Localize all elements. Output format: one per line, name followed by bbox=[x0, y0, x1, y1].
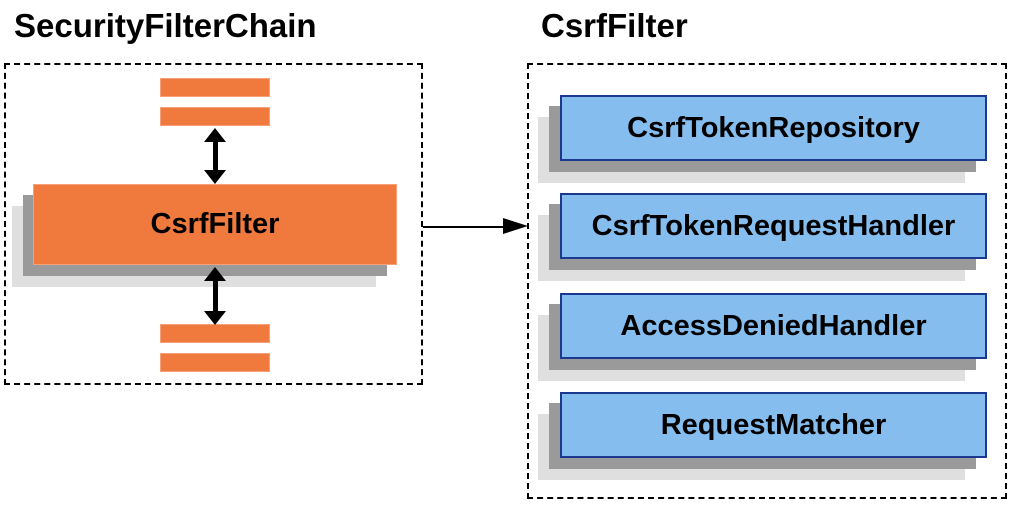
filter-placeholder-bar bbox=[160, 324, 270, 343]
component-label: RequestMatcher bbox=[660, 408, 887, 441]
arrow-head-up-icon bbox=[204, 128, 226, 142]
component-box-csrf-token-request-handler: CsrfTokenRequestHandler bbox=[560, 193, 987, 259]
csrf-filter-box: CsrfFilter bbox=[33, 184, 397, 265]
arrow-head-up-icon bbox=[204, 267, 226, 281]
component-label: AccessDeniedHandler bbox=[620, 309, 927, 342]
filter-placeholder-bar bbox=[160, 353, 270, 372]
arrow-shaft bbox=[423, 225, 508, 228]
component-box-request-matcher: RequestMatcher bbox=[560, 392, 987, 458]
arrow-head-down-icon bbox=[204, 311, 226, 325]
security-filter-chain-box bbox=[4, 63, 423, 385]
right-panel-title: CsrfFilter bbox=[541, 7, 688, 44]
left-panel-title: SecurityFilterChain bbox=[14, 7, 317, 44]
filter-placeholder-bar bbox=[160, 78, 270, 97]
component-label: CsrfTokenRequestHandler bbox=[591, 209, 956, 242]
component-box-access-denied-handler: AccessDeniedHandler bbox=[560, 293, 987, 359]
arrow-head-down-icon bbox=[204, 170, 226, 184]
component-box-csrf-token-repository: CsrfTokenRepository bbox=[560, 95, 987, 161]
bidirectional-arrow-icon bbox=[204, 128, 226, 184]
csrf-filter-box-label: CsrfFilter bbox=[150, 208, 280, 240]
arrow-head-right-icon bbox=[503, 218, 528, 234]
arrow-shaft bbox=[212, 138, 218, 174]
bidirectional-arrow-icon bbox=[204, 267, 226, 325]
filter-placeholder-bar bbox=[160, 107, 270, 126]
flow-arrow-icon bbox=[423, 218, 528, 235]
csrf-filter-components-box bbox=[527, 63, 1007, 499]
arrow-shaft bbox=[212, 277, 218, 315]
component-label: CsrfTokenRepository bbox=[627, 111, 920, 144]
